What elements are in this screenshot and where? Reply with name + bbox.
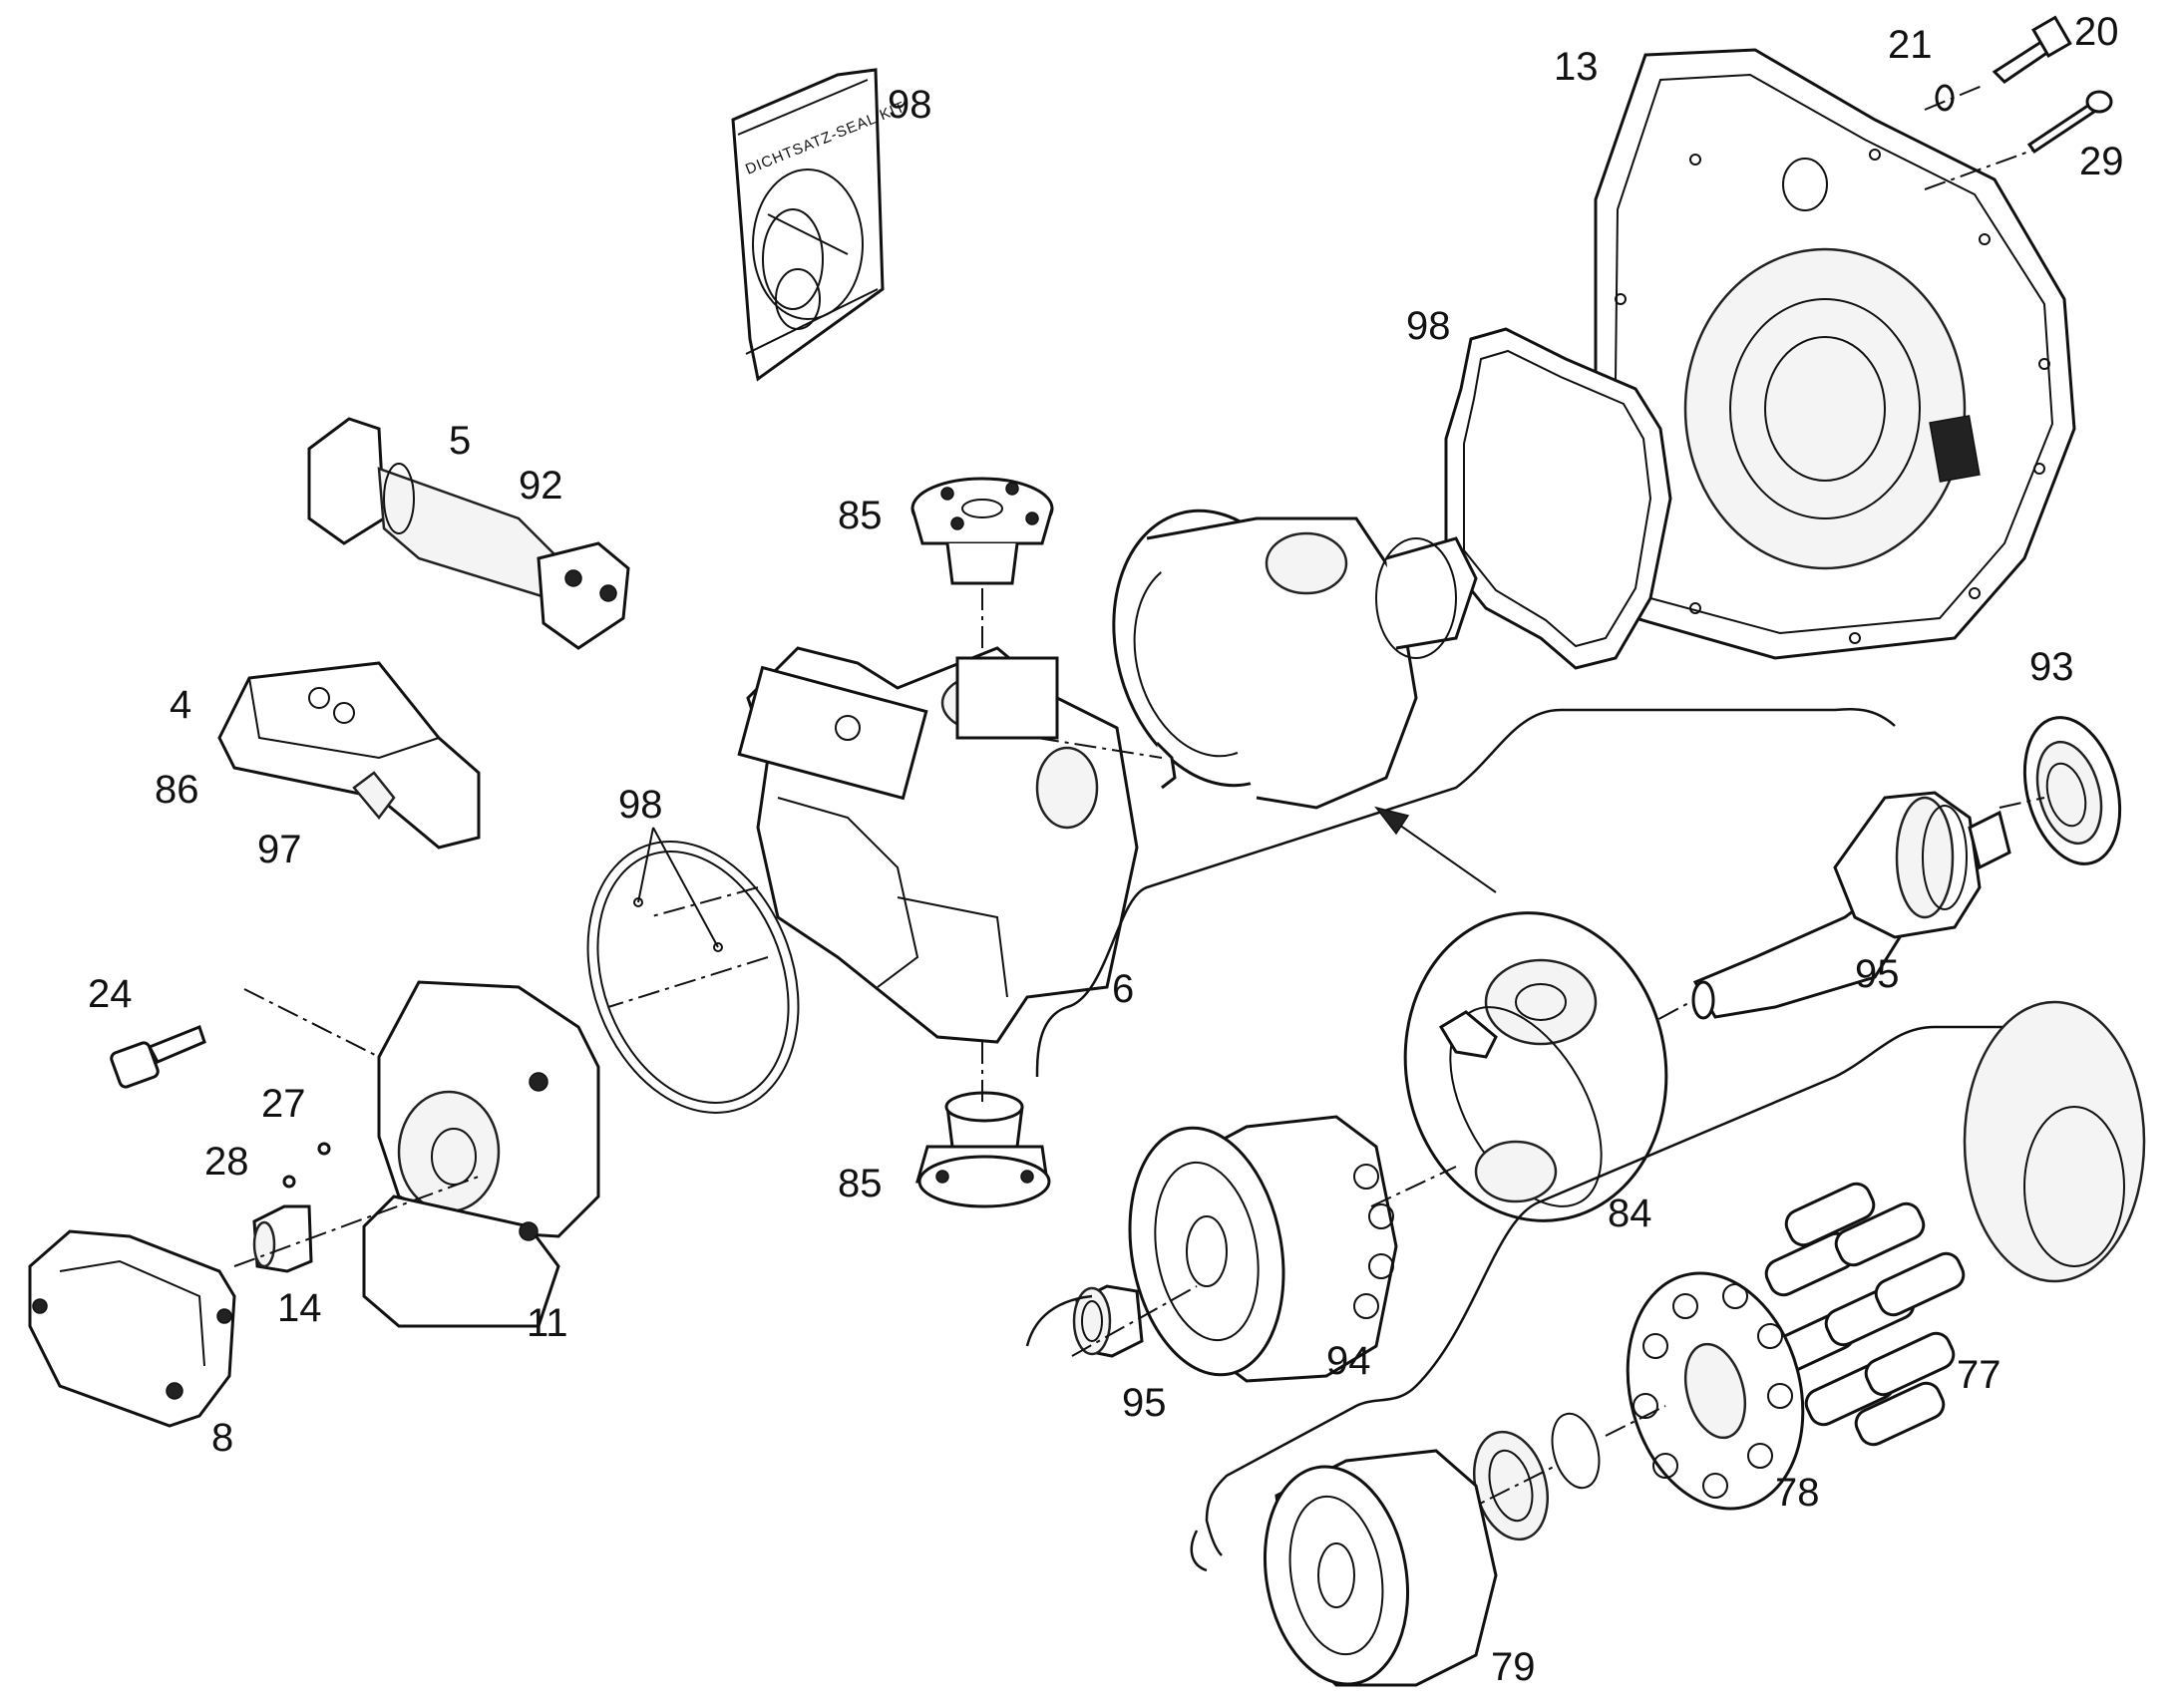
spring-ring <box>1551 1412 1601 1490</box>
callout-78: 78 <box>1775 1471 1820 1515</box>
callout-84: 84 <box>1608 1192 1652 1235</box>
valve-block-4 <box>217 661 481 850</box>
callout-labels: 98 13 21 20 29 98 5 92 85 4 86 97 98 93 … <box>88 10 2124 1689</box>
port-flange-85-bottom <box>915 1091 1051 1208</box>
callout-4: 4 <box>170 683 191 727</box>
callout-92: 92 <box>519 464 563 508</box>
callout-77: 77 <box>1957 1353 2001 1397</box>
callout-94: 94 <box>1326 1339 1371 1383</box>
retainer-plate-78 <box>1626 1271 1805 1511</box>
seal-kit-bag: DICHTSATZ-SEAL KIT <box>731 68 908 382</box>
port-flange-85-top <box>910 477 1054 585</box>
swash-plate-84 <box>1403 911 1668 1222</box>
callout-79: 79 <box>1491 1645 1536 1689</box>
cover-8 <box>28 1229 236 1428</box>
callout-98-gasket: 98 <box>1406 304 1451 348</box>
pistons-77 <box>1764 1182 1966 1447</box>
callout-27: 27 <box>261 1082 306 1126</box>
piston <box>1854 1381 1946 1447</box>
needle-bearing-95 <box>1072 1284 1144 1358</box>
callout-24: 24 <box>88 972 133 1016</box>
callout-20: 20 <box>2074 10 2119 54</box>
plug-27 <box>317 1142 331 1156</box>
callout-95-bearing: 95 <box>1122 1381 1167 1425</box>
callout-11: 11 <box>527 1301 568 1345</box>
callout-13: 13 <box>1554 45 1599 89</box>
piston <box>1874 1251 1966 1317</box>
callout-93: 93 <box>2029 645 2074 689</box>
port-plate-11 <box>362 980 600 1328</box>
drive-shaft-95 <box>1691 791 2011 1020</box>
callout-98-oring: 98 <box>618 783 663 827</box>
callout-21: 21 <box>1888 23 1933 67</box>
callout-8: 8 <box>211 1416 233 1460</box>
callout-28: 28 <box>204 1140 249 1184</box>
callout-6: 6 <box>1112 967 1134 1011</box>
callout-98-kit: 98 <box>888 83 932 127</box>
callout-14: 14 <box>277 1286 322 1330</box>
flange-gasket <box>1444 327 1672 670</box>
thrust-washer <box>1963 1000 2146 1283</box>
pump-housing-6 <box>737 646 1139 1044</box>
bracket-top <box>1035 707 1896 1078</box>
callout-97: 97 <box>257 828 302 871</box>
flange-cover <box>1554 48 2076 660</box>
assembly-arrow <box>1374 806 1497 893</box>
cap-screw-24 <box>110 1025 206 1089</box>
bushing-14 <box>252 1204 313 1273</box>
callout-85-top: 85 <box>838 494 883 537</box>
callout-86: 86 <box>155 768 199 812</box>
piston <box>1834 1201 1926 1267</box>
plug-28 <box>282 1175 296 1189</box>
cap-screw-20 <box>1992 15 2072 84</box>
bracket-bottom <box>1205 1025 2105 1556</box>
piston <box>1864 1331 1956 1397</box>
washer-21 <box>1935 84 1955 112</box>
callout-29: 29 <box>2079 140 2124 183</box>
flat-washer <box>1473 1430 1549 1541</box>
shaft-seal-93 <box>2022 716 2122 865</box>
control-valve-5 <box>307 417 630 650</box>
callout-85-bottom: 85 <box>838 1162 883 1205</box>
cap-screw-29 <box>2026 90 2113 155</box>
cylinder-barrel-79 <box>1263 1449 1498 1687</box>
callout-95-shaft: 95 <box>1855 952 1900 996</box>
cylinder-block-94 <box>1128 1115 1398 1383</box>
piston <box>1784 1182 1876 1247</box>
callout-5: 5 <box>449 419 471 463</box>
rotating-group-assembly <box>1112 509 1478 810</box>
